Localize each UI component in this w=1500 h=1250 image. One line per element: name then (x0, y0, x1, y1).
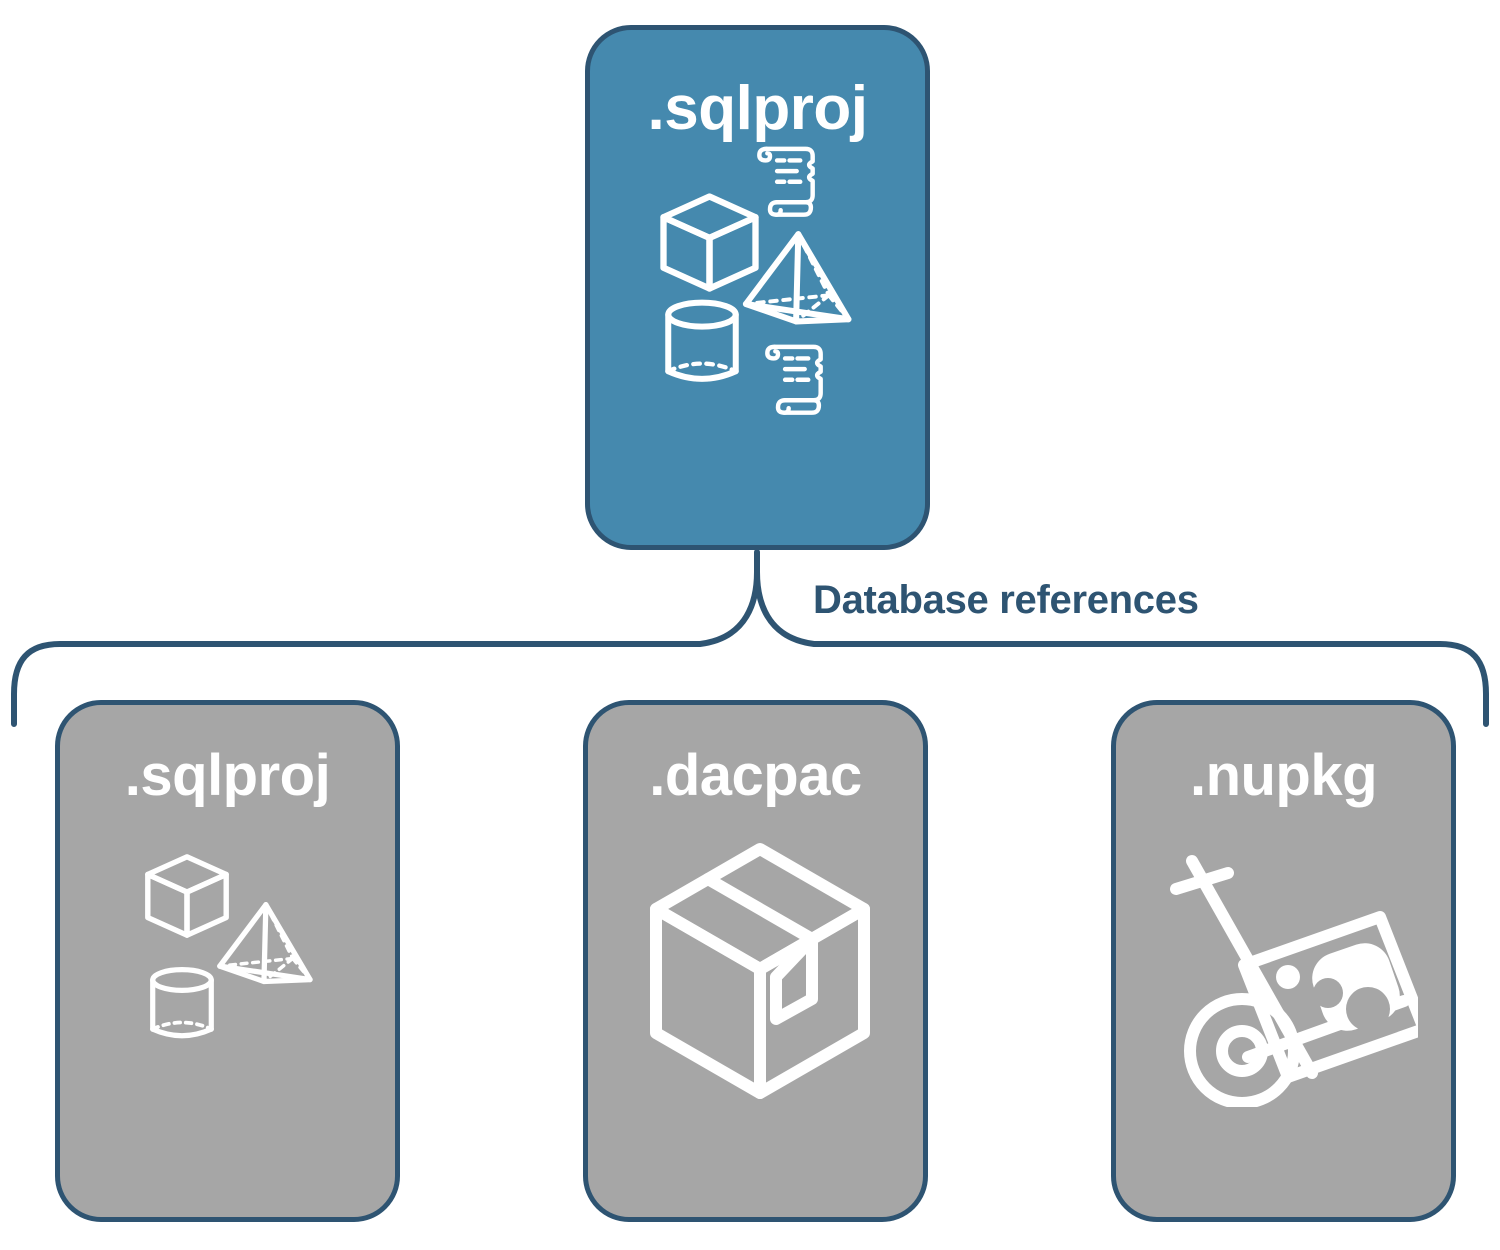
scroll-icon (765, 344, 823, 415)
node-label-reference-sqlproj: .sqlproj (124, 743, 331, 808)
reference-dacpac-icon-group (588, 805, 923, 1217)
hand-truck-package-icon (1170, 855, 1418, 1107)
reference-sqlproj-icon-group (60, 805, 395, 1217)
cylinder-wireframe-icon (150, 967, 214, 1039)
connector-label-database-references: Database references (813, 578, 1199, 622)
scroll-icon (757, 146, 815, 217)
node-card-root-sqlproj[interactable]: .sqlproj (585, 25, 930, 550)
node-card-reference-sqlproj[interactable]: .sqlproj (55, 700, 400, 1222)
cube-wireframe-icon (660, 193, 759, 292)
node-label-root-sqlproj: .sqlproj (647, 74, 868, 143)
pyramid-wireframe-icon (217, 902, 313, 985)
node-label-reference-nupkg: .nupkg (1189, 743, 1378, 808)
pyramid-wireframe-icon (742, 231, 852, 325)
root-icon-group (590, 140, 925, 545)
node-card-reference-dacpac[interactable]: .dacpac (583, 700, 928, 1222)
package-box-icon (650, 843, 870, 1099)
cube-wireframe-icon (145, 854, 229, 938)
reference-nupkg-icon-group (1116, 805, 1451, 1217)
node-label-reference-dacpac: .dacpac (649, 743, 862, 808)
node-card-reference-nupkg[interactable]: .nupkg (1111, 700, 1456, 1222)
cylinder-wireframe-icon (665, 299, 739, 382)
